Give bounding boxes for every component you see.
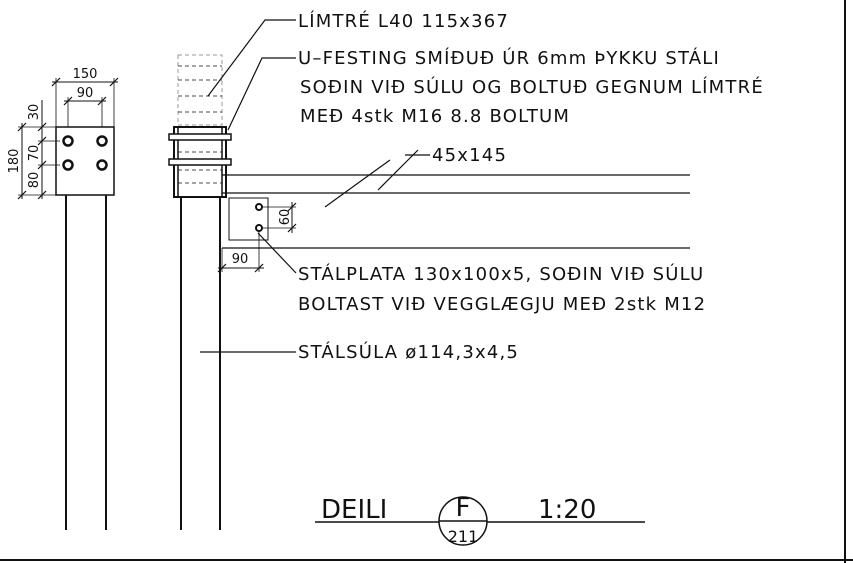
- bolt-hole: [96, 159, 108, 171]
- dim-label-150: 150: [73, 67, 98, 82]
- label-steel-plate-2: BOLTAST VIÐ VEGGLÆGJU MEÐ 2stk M12: [298, 294, 706, 315]
- label-u-bracket-2: SOÐIN VIÐ SÚLU OG BOLTUÐ GEGNUM LÍMTRÉ: [300, 76, 764, 98]
- column-side-view: [168, 54, 269, 530]
- dim-label-180: 180: [7, 149, 22, 174]
- detail-letter: F: [456, 493, 471, 523]
- dim-label-90-offset: 90: [232, 252, 249, 267]
- bolt-m16: [168, 133, 232, 141]
- bolt-hole: [96, 135, 108, 147]
- dimension-150: 150: [51, 67, 119, 127]
- glulam-beam-outline: [177, 54, 223, 126]
- plate-bolt: [255, 203, 263, 211]
- label-steel-plate-1: STÁLPLATA 130x100x5, SOÐIN VIÐ SÚLU: [298, 263, 704, 285]
- scale-text: 1:20: [538, 495, 596, 525]
- dimension-90-offset: 90: [217, 230, 264, 273]
- column-end-view: [55, 126, 115, 530]
- label-u-bracket-3: MEÐ 4stk M16 8.8 BOLTUM: [300, 106, 570, 127]
- label-glulam: LÍMTRÉ L40 115x367: [298, 10, 509, 32]
- label-steel-column: STÁLSÚLA ø114,3x4,5: [298, 341, 519, 363]
- dim-label-90-bolts: 90: [77, 86, 94, 101]
- sheet-number: 211: [448, 527, 479, 546]
- steel-plate: [228, 197, 269, 241]
- bolt-m16: [168, 158, 232, 166]
- joists: [222, 174, 690, 249]
- dimension-60: 60: [262, 202, 297, 233]
- label-joist: 45x145: [432, 145, 507, 166]
- label-u-bracket-1: U–FESTING SMÍÐUÐ ÚR 6mm ÞYKKU STÁLI: [298, 47, 720, 69]
- bolt-hole: [62, 159, 74, 171]
- dim-label-80: 80: [27, 172, 42, 189]
- dim-label-30: 30: [27, 104, 42, 121]
- dimension-90-bolts: 90: [63, 86, 107, 127]
- vertical-dimensions: 180 30 70 80: [7, 100, 60, 200]
- detail-title: DEILI F 211 1:20: [315, 493, 645, 546]
- dim-label-60: 60: [278, 209, 293, 226]
- bolt-hole: [62, 135, 74, 147]
- dim-label-70: 70: [27, 145, 42, 162]
- leader-lines: [200, 19, 430, 353]
- detail-title-text: DEILI: [321, 495, 387, 525]
- annotations: LÍMTRÉ L40 115x367 U–FESTING SMÍÐUÐ ÚR 6…: [298, 10, 764, 363]
